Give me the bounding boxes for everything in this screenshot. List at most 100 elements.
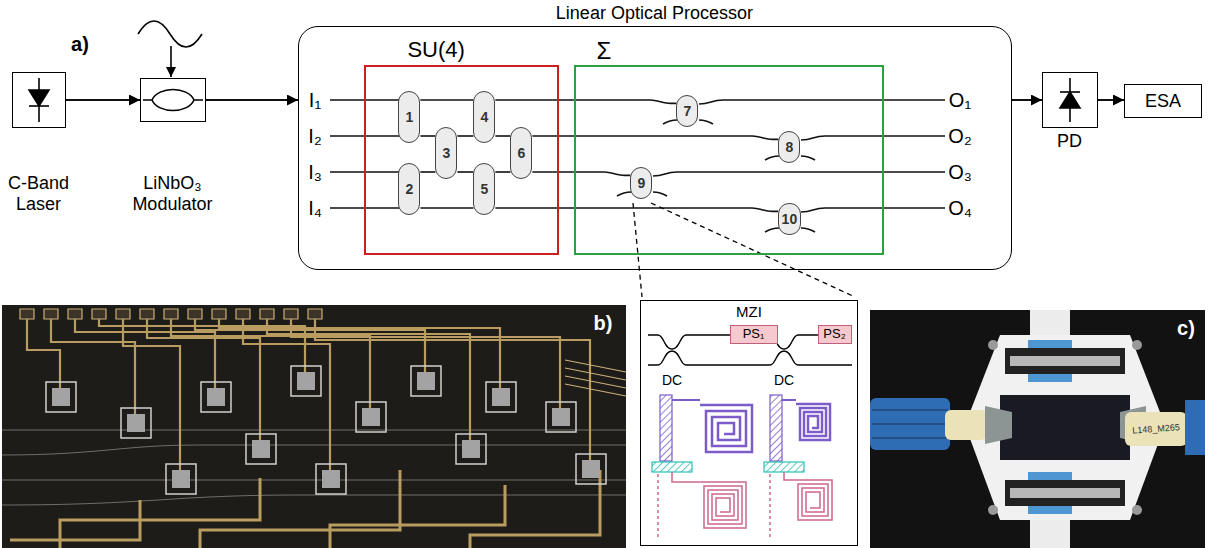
heater-spiral: [796, 404, 830, 440]
waveguide-link: [457, 171, 473, 173]
node-label: MZI: [641, 303, 857, 320]
mzi-cell: 6: [510, 127, 532, 179]
coupler-label: DC: [662, 372, 682, 388]
unitary-mesh-box: SU(4)123456: [364, 65, 559, 255]
electrode-band: [660, 395, 672, 461]
input-port: I₄: [308, 197, 322, 220]
mzi-inset: MZI PS₁ PS₂: [640, 300, 858, 546]
mzi-cell: 2: [398, 163, 420, 215]
output-waveguide: [801, 208, 945, 212]
fiber-cable: [1185, 400, 1205, 455]
waveguide-link: [457, 135, 473, 137]
node-label: 10: [782, 211, 798, 227]
diagonal-stage-box: Σ78910: [574, 65, 884, 255]
node-label: PS₂: [823, 327, 845, 342]
bond-pad-row: [20, 309, 322, 319]
diode-triangle: [29, 90, 49, 106]
output-port: O₃: [948, 161, 972, 184]
mzi-cell: 8: [778, 131, 800, 163]
photodiode-symbol: [1060, 78, 1080, 122]
node-label: SU(4): [407, 37, 464, 62]
coupler-region: [652, 462, 692, 472]
waveguide-link: [532, 172, 630, 175]
output-waveguide: [801, 136, 945, 140]
node-label: PD: [1041, 131, 1097, 152]
node-label: 4: [480, 109, 488, 125]
pcb-connector: [1005, 480, 1125, 506]
input-port: I₂: [308, 125, 321, 148]
screw: [1132, 340, 1142, 350]
waveguide-spiral: [794, 480, 832, 520]
node-label: 5: [480, 181, 488, 197]
node-label: 3: [442, 145, 450, 161]
chip-waveguide: [2, 430, 626, 505]
mzi-cell: 3: [435, 127, 457, 179]
waveguides: [330, 100, 945, 232]
signal-arrow: [1012, 99, 1042, 101]
node-label: C-Band Laser: [2, 173, 74, 214]
coupler-region: [764, 462, 804, 472]
node-label: LiNbO₃ Modulator: [124, 173, 220, 214]
photodiode-box: PD: [1042, 72, 1098, 128]
chip-die: [1000, 395, 1130, 460]
diode-triangle: [1060, 92, 1080, 108]
fiber-boot: [1125, 412, 1187, 446]
node-label: PS₁: [743, 327, 765, 342]
phase-shifter: PS₂: [818, 325, 852, 344]
panel-letter: c): [1177, 317, 1195, 340]
panel-letter: a): [71, 33, 89, 56]
fiber-boot: [945, 410, 987, 440]
waveguide-link: [672, 472, 794, 482]
processor-box: Linear Optical ProcessorSU(4)123456Σ7891…: [298, 26, 1012, 270]
fiber-array: [985, 406, 1012, 444]
connector-pins: [1010, 356, 1120, 366]
laser-box: C-Band Laser: [12, 72, 66, 128]
laser-symbol: [29, 78, 49, 122]
mzi-cell: 10: [778, 203, 801, 235]
panel-letter: b): [594, 312, 613, 335]
waveguide-link: [495, 100, 676, 103]
output-waveguide: [699, 100, 945, 104]
connector-pins: [1010, 488, 1120, 498]
output-port: O₁: [949, 89, 971, 112]
mzi-cell: 9: [630, 167, 652, 199]
waveguide-link: [420, 171, 435, 173]
signal-arrow: [1098, 99, 1124, 101]
diode-bar: [29, 105, 49, 107]
electrode-link: [672, 399, 796, 401]
heater-loop: [46, 366, 606, 494]
cable-texture: [872, 410, 948, 438]
node-label: ESA: [1145, 91, 1181, 112]
heater-spiral: [700, 405, 752, 452]
photo-ground: [2, 305, 626, 548]
phase-shifter: PS₁: [730, 325, 778, 344]
gold-trace: [10, 470, 600, 548]
signal-arrow: [66, 99, 140, 101]
modulator-box: LiNbO₃ Modulator: [140, 78, 206, 122]
zoom-leader: [633, 203, 855, 297]
node-label: Σ: [596, 37, 611, 65]
waveguide-link: [495, 208, 778, 211]
package-photo: [870, 310, 1205, 548]
signal-arrow: [206, 99, 298, 101]
node-label: 8: [785, 139, 793, 155]
waveguide-link: [495, 135, 510, 137]
fiber-tag: L148_M265: [1132, 422, 1180, 436]
node-label: 2: [405, 181, 413, 197]
fiber-cable: [870, 398, 950, 450]
waveguide-link: [420, 207, 473, 209]
waveguide-link: [420, 99, 473, 101]
photo-ground: [870, 310, 1205, 548]
screw: [988, 340, 998, 350]
waveguide-link: [532, 136, 778, 139]
node-label: 7: [683, 103, 691, 119]
waveguide-spiral: [700, 482, 746, 528]
waveguide-link: [495, 171, 510, 173]
input-port: I₃: [308, 161, 322, 184]
node-label: Linear Optical Processor: [556, 3, 753, 24]
mzi-layout: [652, 395, 832, 540]
mzi-cell: 7: [676, 95, 698, 127]
